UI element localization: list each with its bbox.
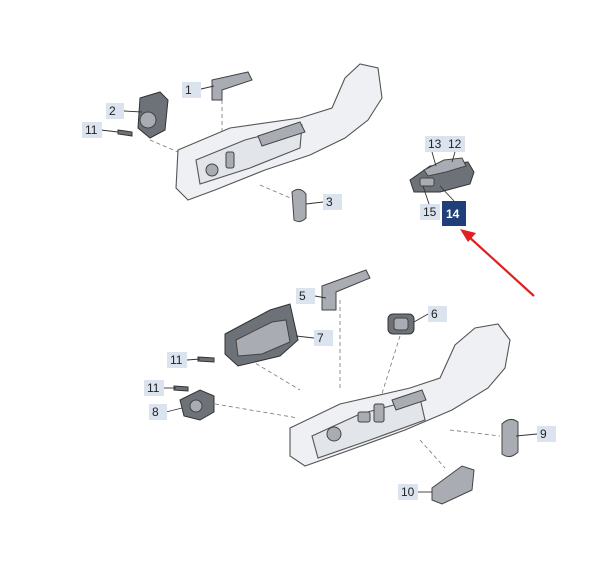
callout-1-label: 1 (185, 83, 192, 97)
callout-7: 7 (314, 330, 333, 346)
callout-11-lower-label: 11 (147, 381, 160, 395)
callout-7-label: 7 (317, 331, 324, 345)
callout-11-middle: 11 (167, 352, 187, 368)
callout-12: 12 (445, 136, 465, 152)
upper-assembly (117, 63, 383, 223)
part-11-screw-c (173, 385, 189, 392)
callout-11-upper: 11 (82, 122, 102, 138)
switch-module (409, 157, 475, 193)
part-3-cap (291, 188, 307, 223)
callout-8: 8 (149, 404, 167, 420)
part-2-disc (139, 111, 157, 129)
callout-10-label: 10 (401, 485, 415, 499)
callout-1: 1 (182, 82, 201, 98)
callout-11-lower: 11 (144, 380, 164, 396)
part-1-knob (211, 71, 253, 101)
part-9-cap (501, 418, 519, 458)
part-5-knob (321, 269, 371, 311)
callout-10: 10 (398, 484, 418, 500)
trim-hole-upper (205, 163, 219, 177)
callout-2-label: 2 (109, 104, 116, 118)
callout-6-label: 6 (431, 307, 438, 321)
callout-13: 13 (425, 136, 445, 152)
callout-13-label: 13 (428, 137, 442, 151)
trim-switch-slot-lower-a (357, 411, 371, 423)
leader-lines (100, 85, 538, 493)
callout-3: 3 (323, 194, 342, 210)
part-7-bracket-face (235, 319, 291, 357)
switch-module-top (423, 157, 467, 177)
trim-lever-slot-lower (391, 389, 427, 411)
trim-hole-lower (326, 426, 342, 442)
callout-9: 9 (537, 426, 556, 442)
switch-module-button (419, 177, 435, 187)
callout-9-label: 9 (540, 427, 547, 441)
callout-12-label: 12 (448, 137, 462, 151)
lower-assembly (173, 269, 519, 505)
callout-11-middle-label: 11 (170, 353, 183, 367)
trim-switch-slot-upper (225, 151, 235, 169)
callout-5-label: 5 (299, 289, 306, 303)
callout-8-label: 8 (152, 405, 159, 419)
callout-14: 14 (442, 201, 466, 226)
red-arrow (460, 229, 535, 297)
part-10-cover (431, 465, 475, 505)
trim-switch-slot-lower-b (373, 403, 385, 423)
part-11-screw-b (197, 356, 215, 363)
part-8-disc (189, 399, 203, 413)
callout-15: 15 (420, 204, 440, 220)
callout-6: 6 (428, 306, 447, 322)
part-11-screw-a (117, 129, 133, 137)
trim-lever-slot-upper (257, 121, 306, 147)
callout-2: 2 (106, 103, 124, 119)
part-6-button-face (393, 317, 409, 331)
callout-15-label: 15 (423, 205, 437, 219)
callout-3-label: 3 (326, 195, 333, 209)
callout-14-label: 14 (446, 207, 460, 221)
callout-11-upper-label: 11 (85, 123, 98, 137)
callout-5: 5 (296, 288, 315, 304)
red-arrow-head (460, 229, 476, 242)
